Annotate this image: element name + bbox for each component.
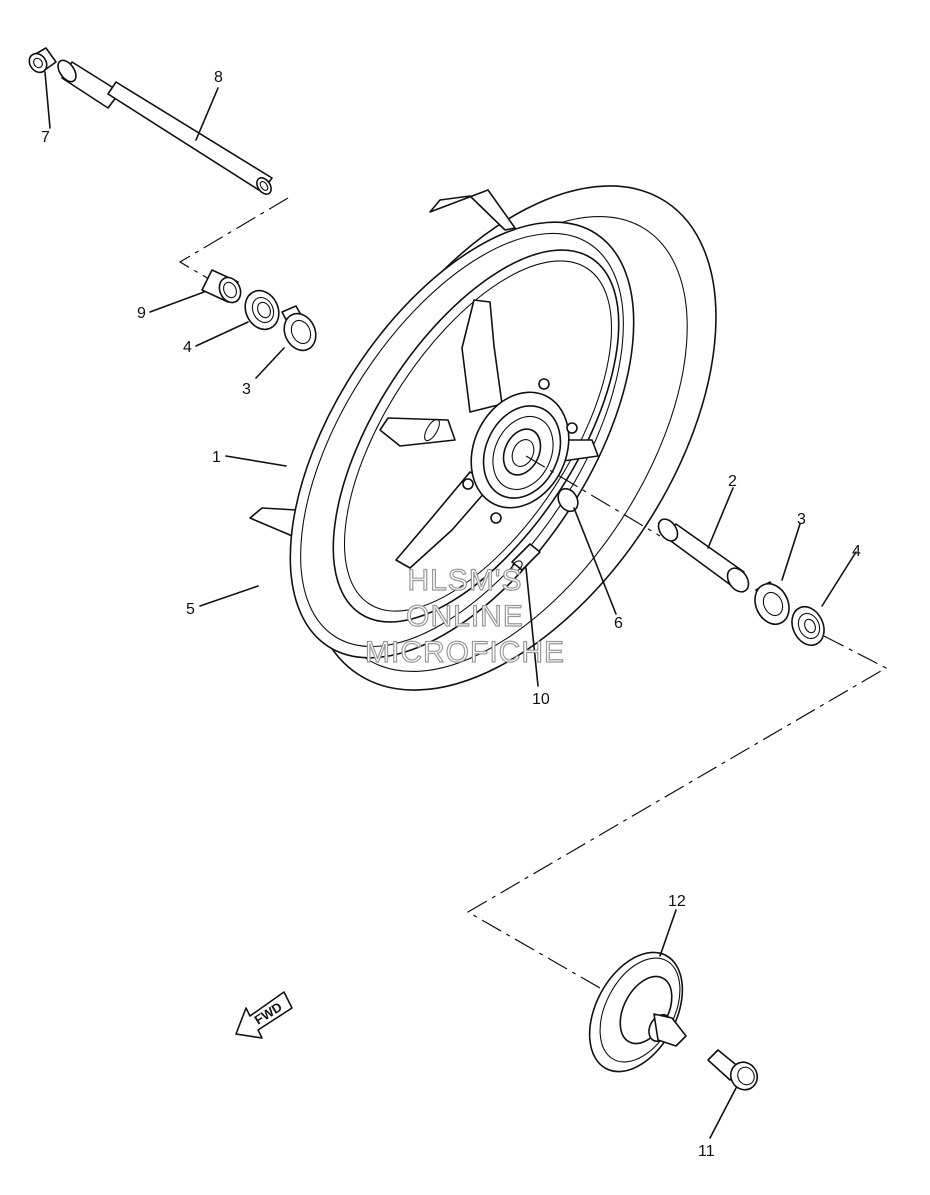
axis-line-center (525, 455, 661, 537)
callout-5: 5 (186, 601, 195, 618)
part-12-rotor (588, 951, 687, 1073)
part-1-wheel (289, 221, 635, 659)
part-3-bearing-left (281, 305, 317, 352)
callout-10: 11 (698, 1143, 715, 1160)
part-10-bolt (707, 1049, 759, 1091)
part-7-valve (511, 543, 541, 572)
callout-6: 6 (614, 615, 623, 632)
callout-12: 12 (668, 893, 686, 910)
part-8-axle (57, 59, 273, 195)
callout-9: 9 (137, 305, 146, 322)
part-6-weight (557, 487, 579, 513)
callout-1: 1 (212, 449, 221, 466)
leader-lines (44, 71, 857, 1139)
watermark-line-3: MICROFICHE (365, 636, 565, 669)
callout-11: 7 (41, 129, 50, 146)
axis-line-upper (178, 197, 289, 283)
part-9-spacer (201, 269, 242, 304)
axis-line-lower (466, 635, 888, 989)
part-2-spacer (657, 518, 750, 593)
watermark-line-1: HLSM'S (407, 564, 522, 597)
callout-4-left: 4 (183, 339, 192, 356)
callout-2: 2 (728, 473, 737, 490)
part-11-collar (28, 47, 57, 74)
callout-4-right: 4 (852, 543, 861, 560)
part-3-bearing-right (754, 581, 790, 625)
callout-7: 10 (532, 691, 550, 708)
watermark-line-2: ONLINE (406, 600, 524, 633)
watermark: HLSM'S ONLINE MICROFICHE (364, 563, 565, 669)
callout-8: 8 (214, 69, 223, 86)
callout-labels: 7 8 9 4 3 1 5 2 3 4 6 10 12 11 (41, 69, 861, 1160)
callout-3-right: 3 (797, 511, 806, 528)
part-4-bearing-left (244, 289, 280, 331)
callout-3-left: 3 (242, 381, 251, 398)
forward-arrow-icon: FWD (235, 991, 293, 1039)
part-4-bearing-right (791, 605, 825, 647)
